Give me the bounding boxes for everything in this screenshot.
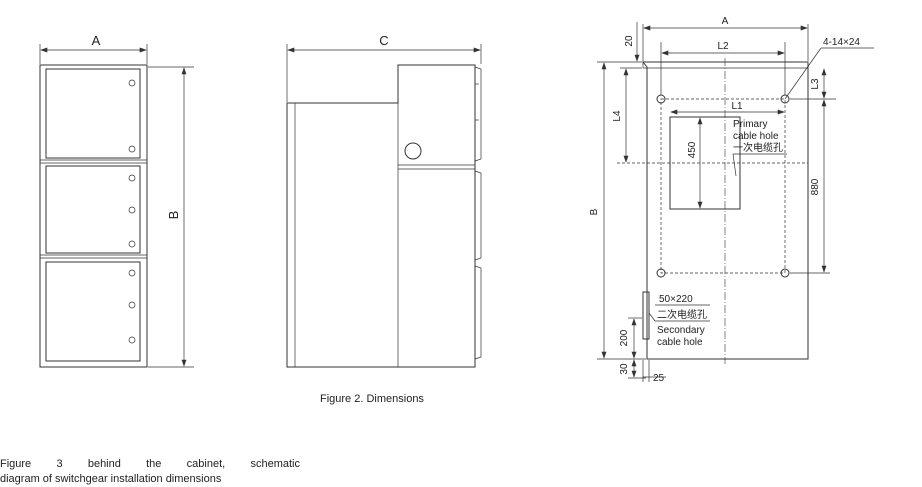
mounting-hole-spec: 4-14×24 [823,37,860,48]
rear-panel-bottom [474,265,482,360]
dimension-label-l3: L3 [810,78,821,90]
bottom-compartment-door [45,261,141,362]
technical-drawing: A B C [39,16,874,384]
rear-panel-middle [474,170,482,261]
rear-panel-top [474,66,482,162]
dimension-label-l4: L4 [612,110,623,122]
door-screw [128,79,136,87]
installation-view: A L2 L1 20 L4 B 450 L3 880 [589,16,874,384]
secondary-hole-label-en: cable hole [657,337,703,348]
secondary-hole-label-cn: 二次电缆孔 [657,308,707,321]
secondary-hole-label-en: Secondary [657,325,705,336]
drawing-sheet: A B C [0,16,874,485]
dimension-label-l2: L2 [717,41,729,52]
mounting-hole [780,268,790,278]
door-screw [128,145,136,153]
door-screw [128,174,136,182]
front-view: A B [39,33,194,368]
dimension-label-880: 880 [810,178,821,195]
figure-3-caption-line: Figure 3 behind the cabinet, schematic [0,458,300,470]
secondary-cable-hole [642,291,650,340]
side-view: C [286,33,482,368]
figure-3-caption: Figure 3 behind the cabinet, schematic d… [0,457,300,487]
side-cabinet-outline [286,64,476,368]
mounting-hole-pattern [660,98,786,274]
top-compartment-door [45,68,141,159]
dimension-label-b: B [166,211,181,220]
base-plate-outline [641,61,809,360]
figure-2-caption: Figure 2. Dimensions [320,393,424,405]
door-screw [128,206,136,214]
dimension-label-30: 30 [619,363,630,375]
mounting-hole [656,268,666,278]
dimension-label-b: B [589,208,600,215]
door-screw [128,336,136,344]
primary-hole-label-en: cable hole [733,131,779,142]
door-screw [128,269,136,277]
door-screw [128,301,136,309]
dimension-label-a: A [722,16,729,27]
dimension-label-a: A [92,33,101,48]
front-cabinet-outline [39,64,148,368]
middle-compartment-door [45,165,141,254]
dimension-label-top: 20 [624,35,635,47]
primary-hole-label-en: Primary [733,119,767,130]
figure-3-caption-line: diagram of switchgear installation dimen… [0,473,222,485]
primary-cable-hole [669,116,741,210]
secondary-hole-size: 50×220 [659,294,693,305]
dimension-label-c: C [379,33,388,48]
side-viewing-window [404,142,422,160]
dimension-label-25: 25 [653,373,665,384]
primary-hole-label-cn: 一次电缆孔 [733,141,783,154]
door-screw [128,240,136,248]
dimension-label-l1: L1 [731,101,743,112]
dimension-label-200: 200 [619,329,630,346]
dimension-label-450: 450 [687,141,698,158]
